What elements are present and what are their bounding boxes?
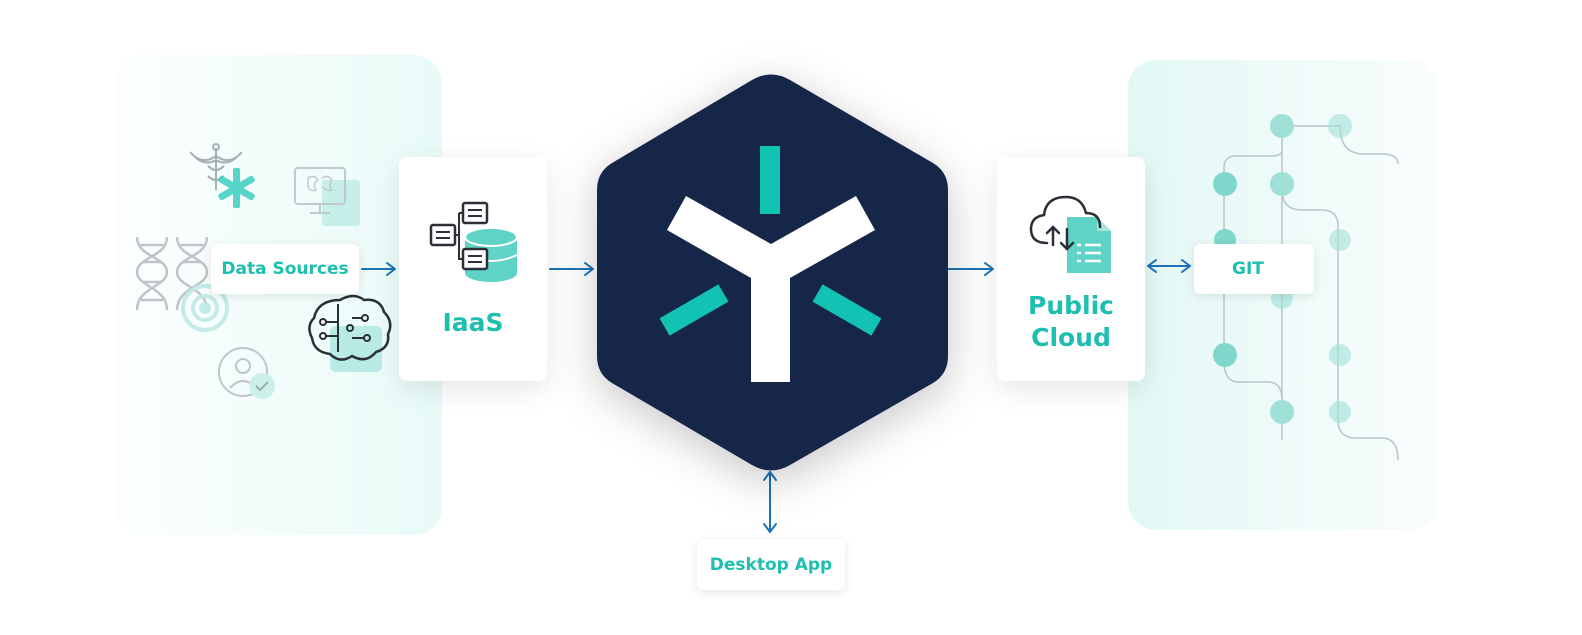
star-of-life-icon bbox=[218, 168, 255, 208]
arrow-data-sources-to-iaas bbox=[361, 262, 396, 276]
user-gear-icon bbox=[218, 347, 275, 399]
cloud-sync-icon bbox=[1029, 195, 1111, 273]
iaas-icon bbox=[429, 201, 518, 282]
target-icon bbox=[181, 284, 229, 332]
iaas-node: IaaS bbox=[399, 157, 547, 381]
git-node: GIT bbox=[1194, 244, 1314, 294]
arrow-iaas-to-hub bbox=[549, 262, 594, 276]
data-sources-panel bbox=[115, 55, 442, 535]
data-sources-node: Data Sources bbox=[211, 244, 359, 294]
public-cloud-label: Public Cloud bbox=[1028, 291, 1114, 352]
dna-icon bbox=[135, 236, 209, 311]
arrow-hub-desktop-app bbox=[763, 471, 777, 533]
brain-scan-monitor-icon bbox=[294, 167, 360, 226]
desktop-app-node: Desktop App bbox=[697, 540, 845, 590]
public-cloud-node: Public Cloud bbox=[997, 157, 1145, 381]
hub-logo-icon bbox=[659, 146, 882, 382]
git-label: GIT bbox=[1232, 259, 1264, 279]
iaas-label: IaaS bbox=[442, 308, 504, 337]
arrow-public-cloud-git bbox=[1147, 259, 1191, 273]
desktop-app-label: Desktop App bbox=[709, 555, 833, 575]
arrow-hub-to-public-cloud bbox=[947, 262, 994, 276]
caduceus-icon bbox=[189, 143, 243, 190]
data-sources-label: Data Sources bbox=[221, 259, 349, 279]
brain-circuit-icon bbox=[308, 294, 392, 372]
